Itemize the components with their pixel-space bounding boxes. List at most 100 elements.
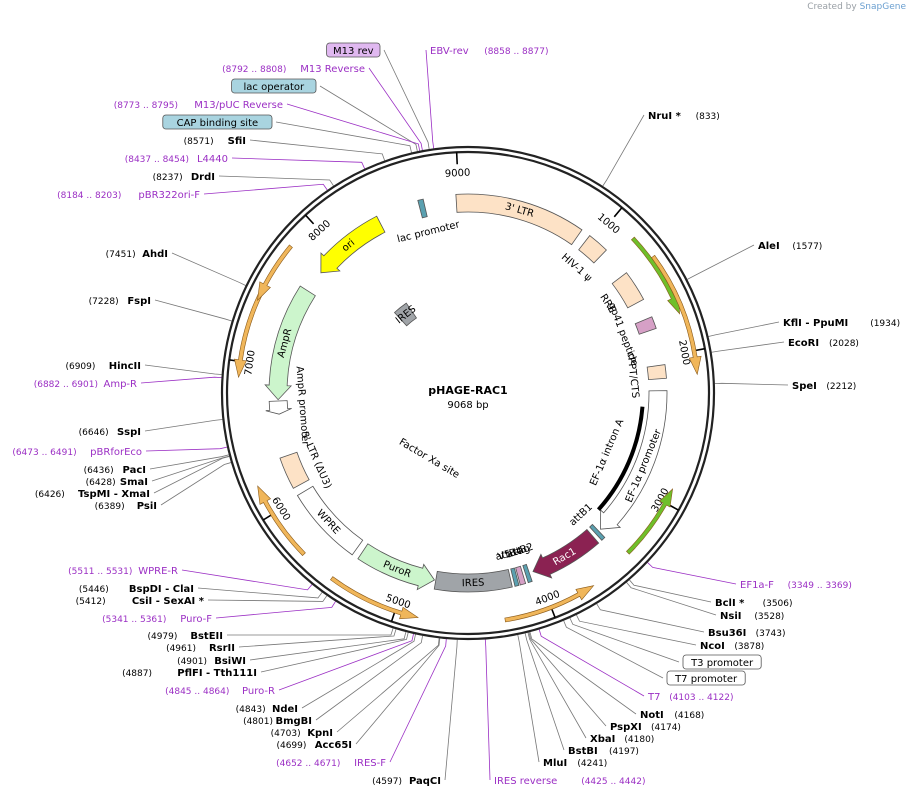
site-position: (3878) <box>734 642 764 652</box>
leader-line <box>145 446 228 452</box>
site-name: L4440 <box>197 154 228 165</box>
site-label-ires-f: IRES-F(4652 .. 4671) <box>276 758 386 769</box>
site-label-t7: T7(4103 .. 4122) <box>647 692 733 703</box>
site-name: SmaI <box>120 477 148 488</box>
site-position: (4887) <box>122 669 152 679</box>
site-label-t7-promoter: T7 promoter <box>666 670 746 686</box>
leader-line <box>260 632 409 673</box>
leader-line <box>336 638 440 733</box>
backbone-inner-strand <box>225 150 711 636</box>
site-position: (8437 .. 8454) <box>125 155 189 165</box>
leader-line <box>538 629 645 697</box>
site-labels: NruI *(833)AleI(1577)KflI - PpuMI(1934)E… <box>12 42 900 787</box>
site-label-fspi: FspI(7228) <box>89 296 151 307</box>
leader-line <box>708 321 780 337</box>
site-label-m13-puc-reverse: M13/pUC Reverse(8773 .. 8795) <box>114 100 283 111</box>
site-position: (4168) <box>674 711 704 721</box>
primer-arrows <box>234 236 702 623</box>
leader-line <box>203 183 328 195</box>
site-label-bcli-: BclI *(3506) <box>715 598 793 609</box>
tick-mark <box>304 214 315 225</box>
site-name: HincII <box>109 361 141 372</box>
site-label-kfli-ppumi: KflI - PpuMI(1934) <box>783 318 900 329</box>
leader-line <box>197 587 323 599</box>
leader-line <box>576 614 697 646</box>
tick-label: 8000 <box>307 218 333 243</box>
site-position: (2028) <box>829 339 859 349</box>
site-label-mlui: MluI(4241) <box>543 758 607 769</box>
site-label-kpni: KpnI(4703) <box>271 728 333 739</box>
site-name: EcoRI <box>788 338 819 349</box>
site-label-ahdi: AhdI(7451) <box>106 249 168 260</box>
site-name: T7 <box>647 692 660 703</box>
site-name: KflI - PpuMI <box>783 318 848 329</box>
site-name: PaqCI <box>409 776 441 787</box>
leader-line <box>171 252 246 286</box>
site-label-ncoi: NcoI(3878) <box>700 641 764 652</box>
site-name: M13/pUC Reverse <box>194 100 283 111</box>
leader-line <box>647 562 737 585</box>
site-position: (6473 .. 6491) <box>12 448 76 458</box>
label-leader-lines <box>140 49 789 781</box>
site-label-bsu36i: Bsu36I(3743) <box>708 628 786 639</box>
feature-3-ltr: 3' LTR <box>455 193 583 246</box>
primer-binding-arrow <box>626 488 674 555</box>
plasmid-size: 9068 bp <box>447 400 488 411</box>
site-name: FspI <box>127 296 151 307</box>
site-name: pBR322ori-F <box>138 190 200 201</box>
site-label-lac-operator: lac operator <box>231 78 317 94</box>
site-name: XbaI <box>590 734 615 745</box>
site-label-bmgbi: BmgBI(4801) <box>243 716 312 727</box>
site-position: (5341 .. 5361) <box>102 615 166 625</box>
leader-line <box>389 639 447 763</box>
site-position: (7451) <box>106 250 136 260</box>
site-name: KpnI <box>307 728 333 739</box>
site-label-sspi: SspI(6646) <box>79 427 141 438</box>
site-label-nsii: NsiI(3528) <box>720 611 784 622</box>
site-name: T7 promoter <box>674 674 738 685</box>
site-position: (5412) <box>76 597 106 607</box>
site-label-pbrforeco: pBRforEco(6473 .. 6491) <box>12 447 142 458</box>
site-name: Acc65I <box>315 740 352 751</box>
site-name: RsrII <box>209 643 235 654</box>
site-name: BclI * <box>715 598 745 609</box>
feature-factor-xa-site: Factor Xa site <box>397 437 461 481</box>
tick-label: 9000 <box>445 168 471 180</box>
site-position: (4174) <box>651 723 681 733</box>
site-name: EF1a-F <box>740 580 774 591</box>
leader-line <box>602 114 645 187</box>
leader-line <box>355 638 441 745</box>
backbone-outer-strand <box>220 145 716 641</box>
leader-line <box>301 634 416 709</box>
site-name: M13 rev <box>333 46 374 57</box>
site-label-psii: PsiI(6389) <box>95 501 157 512</box>
site-name: WPRE-R <box>138 566 178 577</box>
leader-line <box>215 601 336 619</box>
site-label-drdi: DrdI(8237) <box>153 172 215 183</box>
leader-line <box>368 67 423 151</box>
primer-binding-arrow <box>651 254 702 376</box>
site-label-cap-binding-site: CAP binding site <box>162 114 273 130</box>
site-position: (4699) <box>276 741 306 751</box>
site-position: (8858 .. 8877) <box>484 47 548 57</box>
plasmid-name: pHAGE-RAC1 <box>428 384 507 397</box>
site-name: NruI * <box>648 111 682 122</box>
site-name: IRES-F <box>354 758 386 769</box>
site-name: TspMI - XmaI <box>78 489 150 500</box>
site-name: AleI <box>758 241 780 252</box>
site-label-paqci: PaqCI(4597) <box>372 776 441 787</box>
site-position: (833) <box>696 112 720 122</box>
feature-wpre: WPRE <box>296 485 364 556</box>
feature-puror: PuroR <box>357 543 436 591</box>
site-name: PspXI <box>610 722 642 733</box>
feature-ampr: AmpR <box>264 285 316 401</box>
site-position: (8571) <box>184 137 214 147</box>
site-label-nrui-: NruI * (833) <box>648 111 720 122</box>
site-name: SfiI <box>228 136 246 147</box>
leader-line <box>278 633 414 691</box>
leader-line <box>144 419 223 432</box>
site-position: (6646) <box>79 428 109 438</box>
leader-line <box>154 299 232 322</box>
site-position: (6389) <box>95 502 125 512</box>
leader-line <box>596 603 705 633</box>
